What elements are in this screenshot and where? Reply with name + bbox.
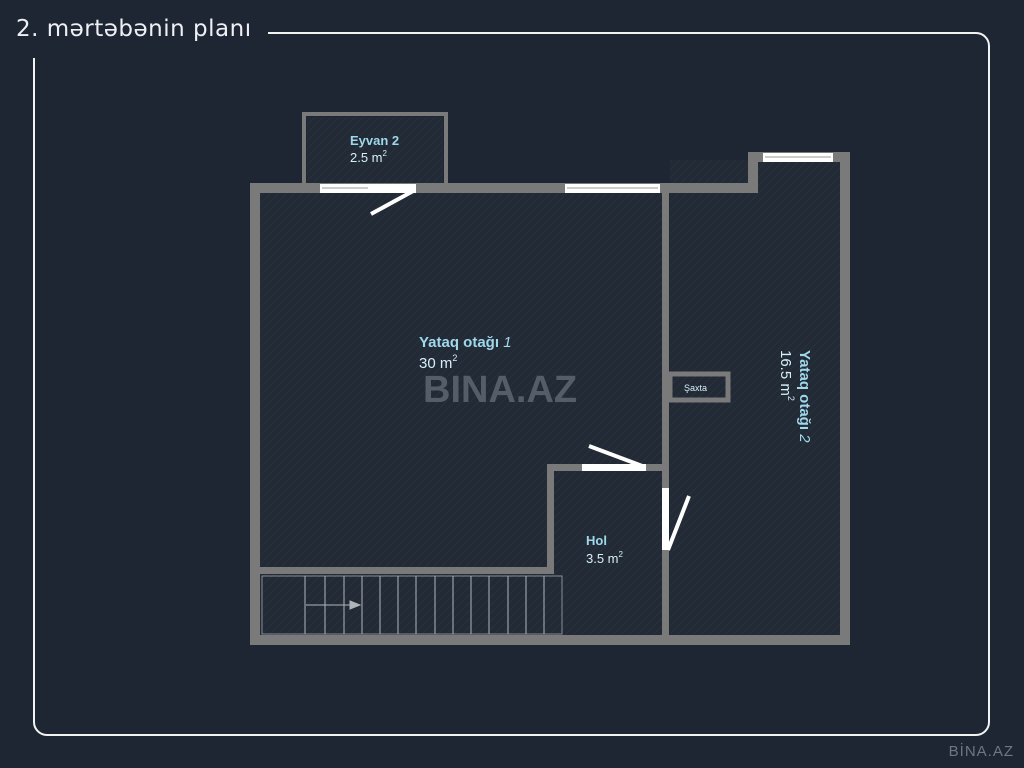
shaft-box [667, 371, 731, 403]
window [320, 184, 370, 193]
room-name-hol: Hol [586, 533, 607, 548]
room-area-yataq-1: 30 m2 [419, 353, 457, 372]
door [582, 444, 646, 471]
floor-eyvan [307, 117, 443, 187]
staircase [261, 575, 563, 635]
room-name-shaft: Şaxta [684, 383, 707, 393]
wall [302, 112, 306, 188]
window [565, 184, 660, 193]
center-watermark: BINA.AZ [423, 369, 577, 411]
wall [250, 183, 260, 645]
plan-frame [33, 32, 990, 736]
room-label-yataq-2: Yataq otağı 2 16.5 m2 [777, 350, 813, 443]
wall [547, 464, 554, 574]
room-name-eyvan: Eyvan 2 [350, 133, 399, 148]
wall [444, 112, 448, 188]
room-area-hol: 3.5 m2 [586, 550, 624, 566]
wall [662, 193, 669, 635]
title-background [0, 8, 268, 58]
floor-hol [555, 470, 664, 635]
wall [748, 152, 758, 193]
room-name-yataq-2: Yataq otağı 2 [796, 350, 813, 443]
window [763, 153, 833, 162]
wall [260, 567, 552, 574]
room-area-eyvan: 2.5 m2 [350, 149, 388, 165]
page-title: 2. mərtəbənin planı [16, 16, 252, 42]
floor-stairs [260, 573, 555, 635]
wall [840, 152, 850, 645]
door [370, 184, 416, 216]
wall [250, 183, 750, 193]
wall [302, 112, 448, 116]
door [662, 488, 691, 551]
room-area-yataq-2: 16.5 m2 [777, 350, 796, 401]
wall [250, 635, 850, 645]
corner-watermark: BİNA.AZ [948, 743, 1014, 760]
room-name-yataq-1: Yataq otağı 1 [419, 334, 512, 351]
